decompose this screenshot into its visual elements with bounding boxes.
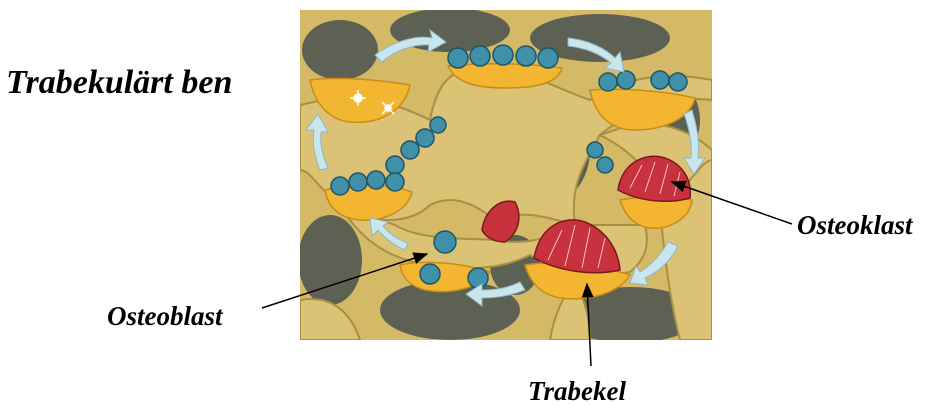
bone-remodeling-illustration — [300, 10, 712, 340]
label-trabekel: Trabekel — [528, 378, 626, 405]
label-osteoklast: Osteoklast — [797, 212, 913, 239]
diagram-title: Trabekulärt ben — [6, 66, 232, 100]
label-osteoblast: Osteoblast — [107, 303, 223, 330]
